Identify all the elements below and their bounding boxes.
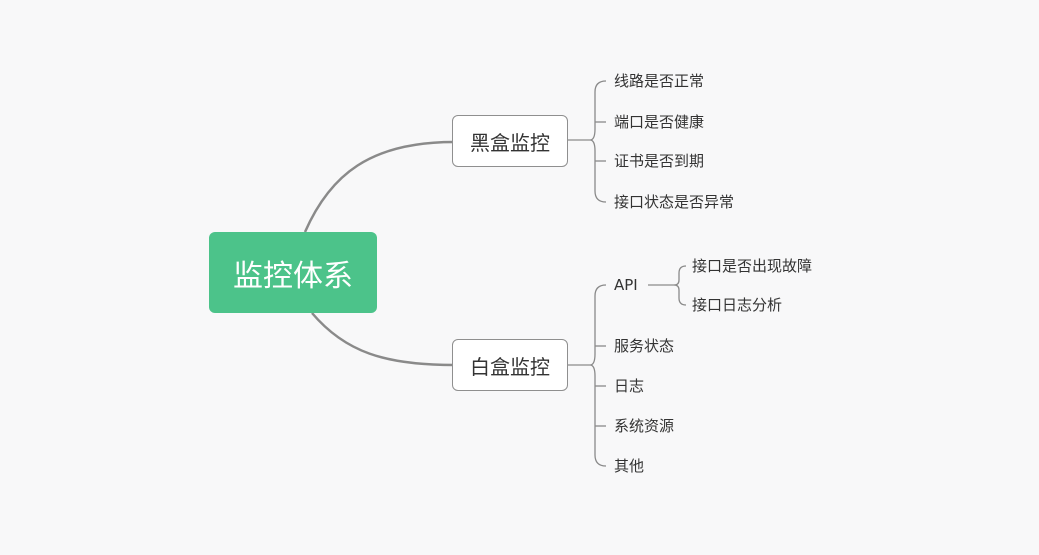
blackbox-item-cert-expiry[interactable]: 证书是否到期: [614, 152, 705, 170]
blackbox-item-port-health[interactable]: 端口是否健康: [614, 113, 705, 131]
blackbox-item-interface-status[interactable]: 接口状态是否异常: [614, 193, 735, 211]
whitebox-node[interactable]: 白盒监控: [452, 339, 568, 391]
root-to-blackbox-connector: [303, 140, 455, 233]
whitebox-item-api[interactable]: API: [614, 276, 638, 294]
root-to-whitebox-connector: [311, 312, 455, 367]
whitebox-bracket: [568, 284, 607, 467]
whitebox-item-logs[interactable]: 日志: [614, 377, 645, 395]
root-node[interactable]: 监控体系: [209, 232, 377, 313]
api-item-interface-fault[interactable]: 接口是否出现故障: [692, 257, 813, 275]
blackbox-item-line-status[interactable]: 线路是否正常: [614, 72, 705, 90]
blackbox-node[interactable]: 黑盒监控: [452, 115, 568, 167]
whitebox-node-label: 白盒监控: [470, 354, 550, 379]
whitebox-item-system-resources[interactable]: 系统资源: [614, 417, 675, 435]
blackbox-node-label: 黑盒监控: [470, 130, 550, 155]
whitebox-item-service-status[interactable]: 服务状态: [614, 337, 675, 355]
blackbox-bracket: [568, 80, 607, 203]
root-node-label: 监控体系: [233, 258, 353, 294]
api-item-log-analysis[interactable]: 接口日志分析: [692, 296, 783, 314]
whitebox-item-others[interactable]: 其他: [614, 457, 645, 475]
api-bracket: [648, 265, 687, 306]
